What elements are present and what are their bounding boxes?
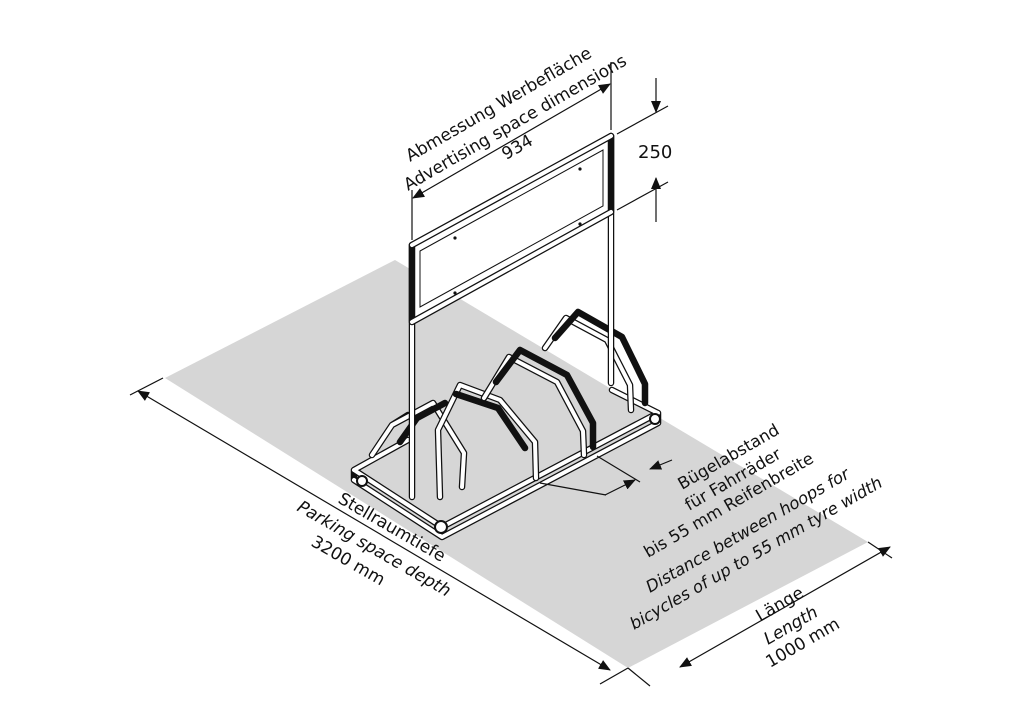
dimension-advertising-width <box>411 62 612 240</box>
caster-wheel-right <box>649 413 661 425</box>
dimension-parking-depth <box>129 377 629 685</box>
dimension-length <box>627 541 893 687</box>
label-advertising-height: 250 <box>638 142 672 163</box>
caster-wheel-left <box>356 475 368 487</box>
dimension-advertising-height <box>616 78 669 222</box>
caster-wheel-front <box>434 520 448 534</box>
